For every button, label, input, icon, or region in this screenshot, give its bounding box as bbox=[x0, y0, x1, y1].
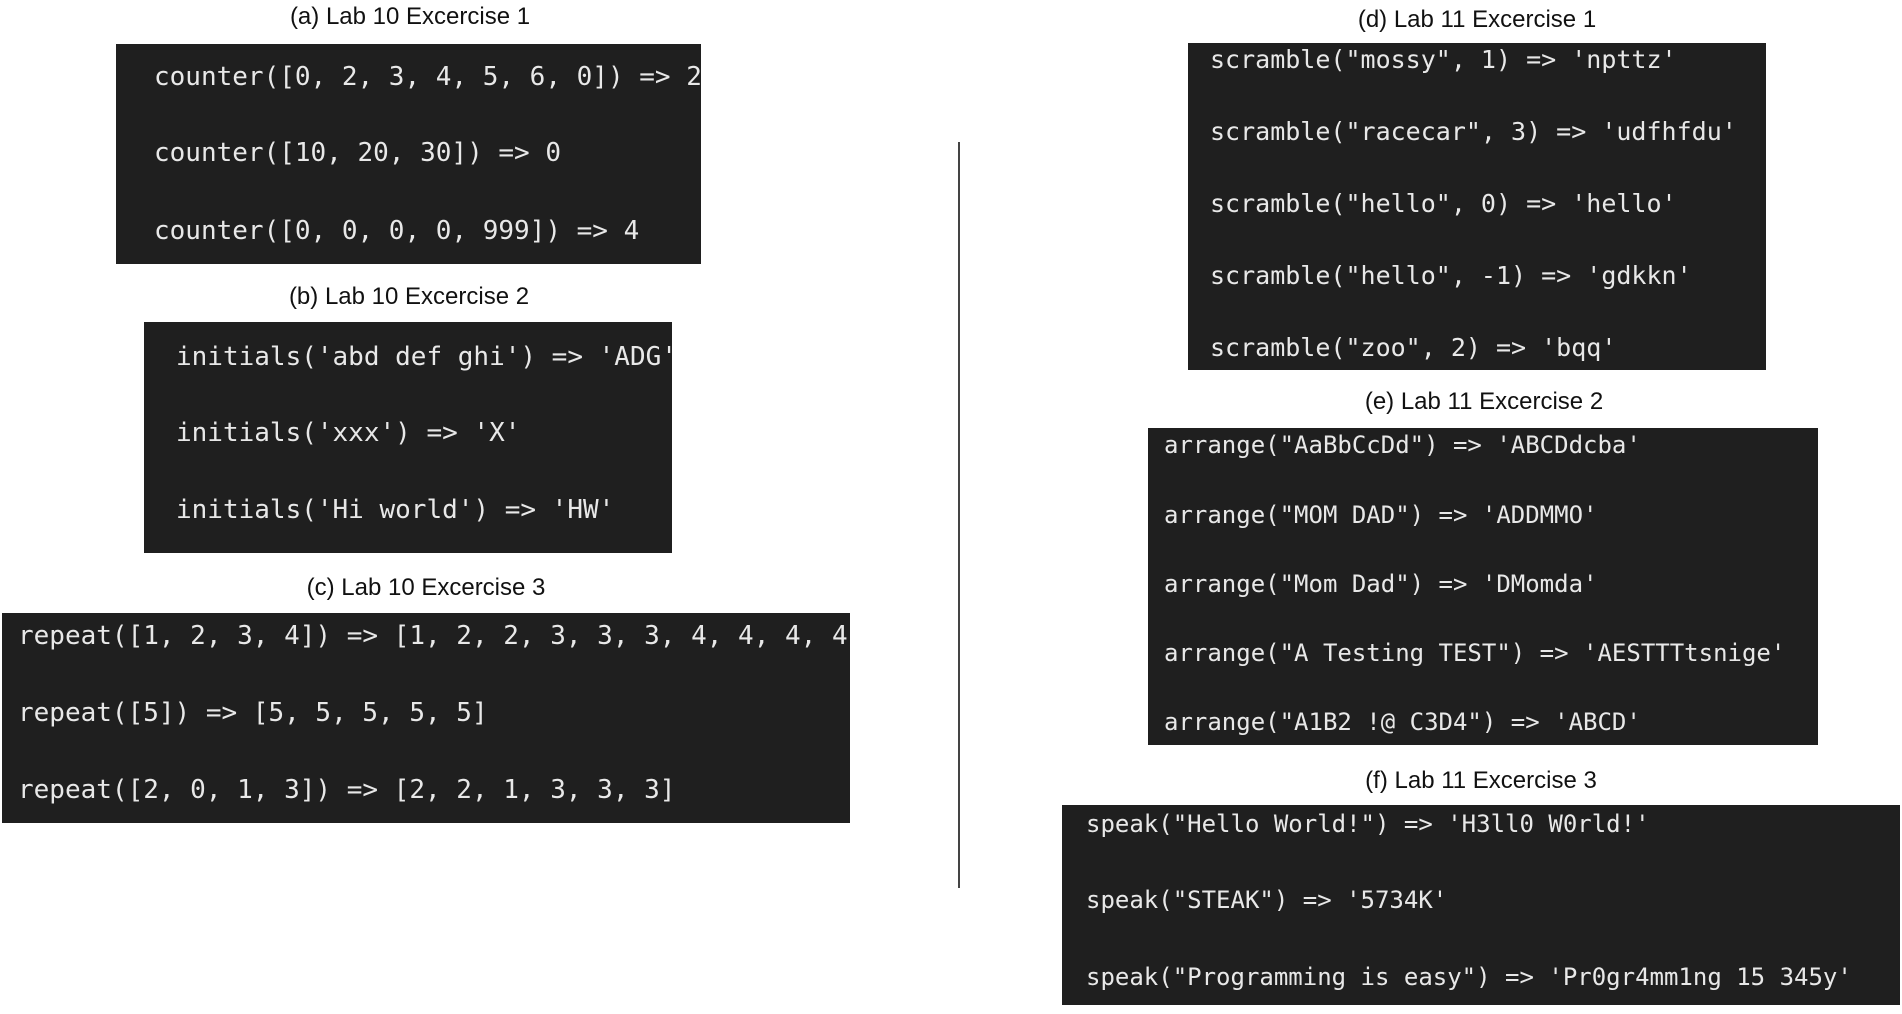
code-block-lab11-ex2: arrange("AaBbCcDd") => 'ABCDdcba' arrang… bbox=[1148, 428, 1818, 745]
code-line: scramble("racecar", 3) => 'udfhfdu' bbox=[1210, 117, 1737, 146]
vertical-divider bbox=[958, 142, 960, 888]
caption-lab10-ex2: (b) Lab 10 Excercise 2 bbox=[288, 283, 530, 310]
code-line: initials('Hi world') => 'HW' bbox=[176, 495, 615, 525]
code-line: scramble("zoo", 2) => 'bqq' bbox=[1210, 333, 1617, 362]
code-line: counter([0, 2, 3, 4, 5, 6, 0]) => 2 bbox=[154, 62, 701, 92]
caption-lab11-ex1: (d) Lab 11 Excercise 1 bbox=[1357, 6, 1597, 33]
code-line: initials('abd def ghi') => 'ADG' bbox=[176, 342, 672, 372]
code-block-lab11-ex3: speak("Hello World!") => 'H3ll0 W0rld!' … bbox=[1062, 805, 1900, 1005]
caption-lab10-ex1: (a) Lab 10 Excercise 1 bbox=[289, 3, 531, 30]
code-line: scramble("hello", -1) => 'gdkkn' bbox=[1210, 261, 1692, 290]
code-line: repeat([5]) => [5, 5, 5, 5, 5] bbox=[18, 698, 488, 728]
code-line: repeat([1, 2, 3, 4]) => [1, 2, 2, 3, 3, … bbox=[18, 621, 850, 651]
code-line: speak("Programming is easy") => 'Pr0gr4m… bbox=[1086, 963, 1852, 991]
code-line: counter([0, 0, 0, 0, 999]) => 4 bbox=[154, 216, 640, 246]
code-line: arrange("AaBbCcDd") => 'ABCDdcba' bbox=[1164, 431, 1641, 459]
code-line: arrange("MOM DAD") => 'ADDMMO' bbox=[1164, 501, 1598, 529]
caption-lab10-ex3: (c) Lab 10 Excercise 3 bbox=[306, 574, 546, 601]
code-block-lab10-ex3: repeat([1, 2, 3, 4]) => [1, 2, 2, 3, 3, … bbox=[2, 613, 850, 823]
code-line: repeat([2, 0, 1, 3]) => [2, 2, 1, 3, 3, … bbox=[18, 775, 676, 805]
code-line: arrange("A1B2 !@ C3D4") => 'ABCD' bbox=[1164, 708, 1641, 736]
caption-lab11-ex2: (e) Lab 11 Excercise 2 bbox=[1364, 388, 1604, 415]
code-block-lab10-ex2: initials('abd def ghi') => 'ADG' initial… bbox=[144, 322, 672, 553]
code-line: speak("Hello World!") => 'H3ll0 W0rld!' bbox=[1086, 810, 1650, 838]
caption-lab11-ex3: (f) Lab 11 Excercise 3 bbox=[1365, 767, 1597, 794]
code-line: scramble("mossy", 1) => 'npttz' bbox=[1210, 45, 1677, 74]
code-line: arrange("A Testing TEST") => 'AESTTTtsni… bbox=[1164, 639, 1786, 667]
code-line: arrange("Mom Dad") => 'DMomda' bbox=[1164, 570, 1598, 598]
code-block-lab11-ex1: scramble("mossy", 1) => 'npttz' scramble… bbox=[1188, 43, 1766, 370]
code-block-lab10-ex1: counter([0, 2, 3, 4, 5, 6, 0]) => 2 coun… bbox=[116, 44, 701, 264]
code-line: counter([10, 20, 30]) => 0 bbox=[154, 138, 561, 168]
code-line: scramble("hello", 0) => 'hello' bbox=[1210, 189, 1677, 218]
code-line: initials('xxx') => 'X' bbox=[176, 418, 521, 448]
code-line: speak("STEAK") => '5734K' bbox=[1086, 886, 1448, 914]
